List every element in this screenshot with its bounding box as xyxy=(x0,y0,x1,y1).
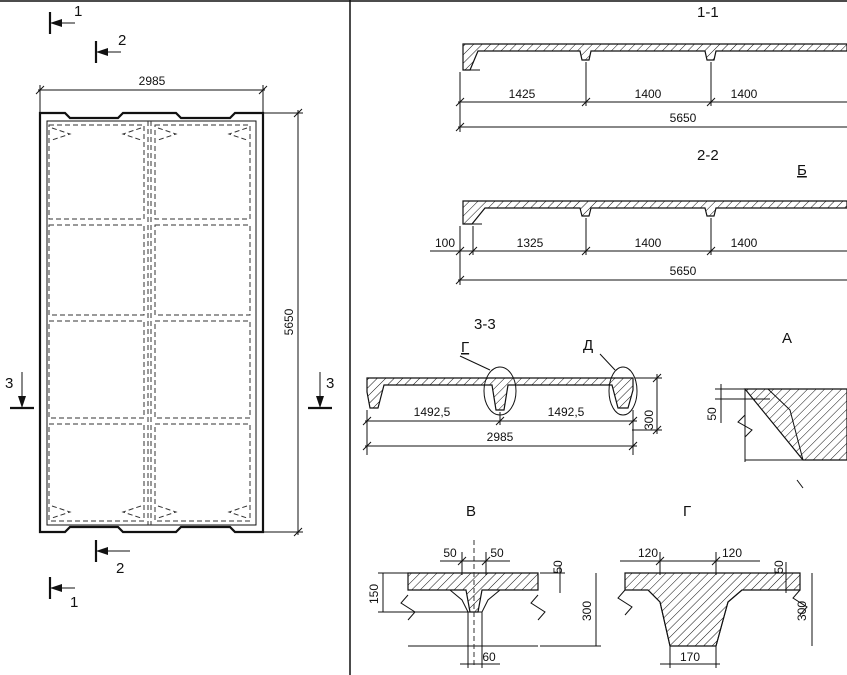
dimension-label: 50 xyxy=(705,407,719,421)
section-3-3: 3-3 Г Д 1492,5 1492,5 2985 300 xyxy=(362,316,662,455)
cut-marker-3-left: 3 xyxy=(5,372,34,410)
dimension-label: 2 xyxy=(118,32,126,49)
section-1-1: 1-1 1425 1400 1400 5650 xyxy=(455,4,847,132)
dimension-label: 50 xyxy=(490,546,504,560)
cut-marker-2-bottom: 2 xyxy=(94,540,130,577)
section-2-2-title: 2-2 xyxy=(697,147,719,164)
dimension-label: 50 xyxy=(443,546,457,560)
dimension-label: 3 xyxy=(5,375,13,392)
detail-a: А 50 xyxy=(705,330,847,489)
dimension-label: 150 xyxy=(367,584,381,604)
dimension-label: 1400 xyxy=(731,236,758,250)
cut-marker-2-top: 2 xyxy=(94,32,126,63)
section-2-2: 2-2 Б 100 1325 1400 1400 5650 xyxy=(430,147,847,285)
dimension-label: 1400 xyxy=(635,236,662,250)
dimension-label: 300 xyxy=(795,601,809,621)
dimension-label: 1492,5 xyxy=(548,405,585,419)
dimension-label: 120 xyxy=(638,546,658,560)
callout-g: Г xyxy=(461,339,469,356)
panel-plan: 2985 5650 1 2 2 1 xyxy=(5,3,334,611)
section-1-1-total: 5650 xyxy=(670,111,697,125)
dimension-label: 2 xyxy=(116,560,124,577)
detail-a-title: А xyxy=(782,330,792,347)
section-3-3-title: 3-3 xyxy=(474,316,496,333)
detail-g-title: Г xyxy=(683,503,691,520)
detail-v-title: В xyxy=(466,503,476,520)
plan-width-dim: 2985 xyxy=(139,74,166,88)
panel-outline xyxy=(38,111,265,534)
callout-b: Б xyxy=(797,162,807,179)
section-2-2-total: 5650 xyxy=(670,264,697,278)
dimension-label: 1425 xyxy=(509,87,536,101)
dimension-label: 1325 xyxy=(517,236,544,250)
dimension-label: 1400 xyxy=(635,87,662,101)
dimension-label: 170 xyxy=(680,650,700,664)
cut-marker-3-right: 3 xyxy=(308,372,334,410)
dimension-label: 100 xyxy=(435,236,455,250)
section-3-3-total: 2985 xyxy=(487,430,514,444)
dimension-label: 300 xyxy=(580,601,594,621)
dimension-label: 1400 xyxy=(731,87,758,101)
dimension-label: 120 xyxy=(722,546,742,560)
callout-d: Д xyxy=(583,337,593,354)
dimension-label: 3 xyxy=(326,375,334,392)
rib-grid xyxy=(48,121,251,525)
dimension-label: 50 xyxy=(772,560,786,574)
section-1-1-title: 1-1 xyxy=(697,4,719,21)
dimension-label: 1492,5 xyxy=(414,405,451,419)
dimension-label: 50 xyxy=(551,560,565,574)
plan-length-dim: 5650 xyxy=(282,308,296,335)
cut-marker-1-top: 1 xyxy=(48,3,82,34)
dimension-label: 1 xyxy=(70,594,78,611)
dimension-label: 60 xyxy=(482,650,496,664)
dimension-label: 300 xyxy=(642,410,656,430)
detail-g: Г 120 120 50 170 300 xyxy=(617,503,813,668)
dimension-label: 1 xyxy=(74,3,82,20)
cut-marker-1-bottom: 1 xyxy=(48,577,78,611)
detail-v: В 50 50 50 150 300 60 xyxy=(367,503,601,668)
